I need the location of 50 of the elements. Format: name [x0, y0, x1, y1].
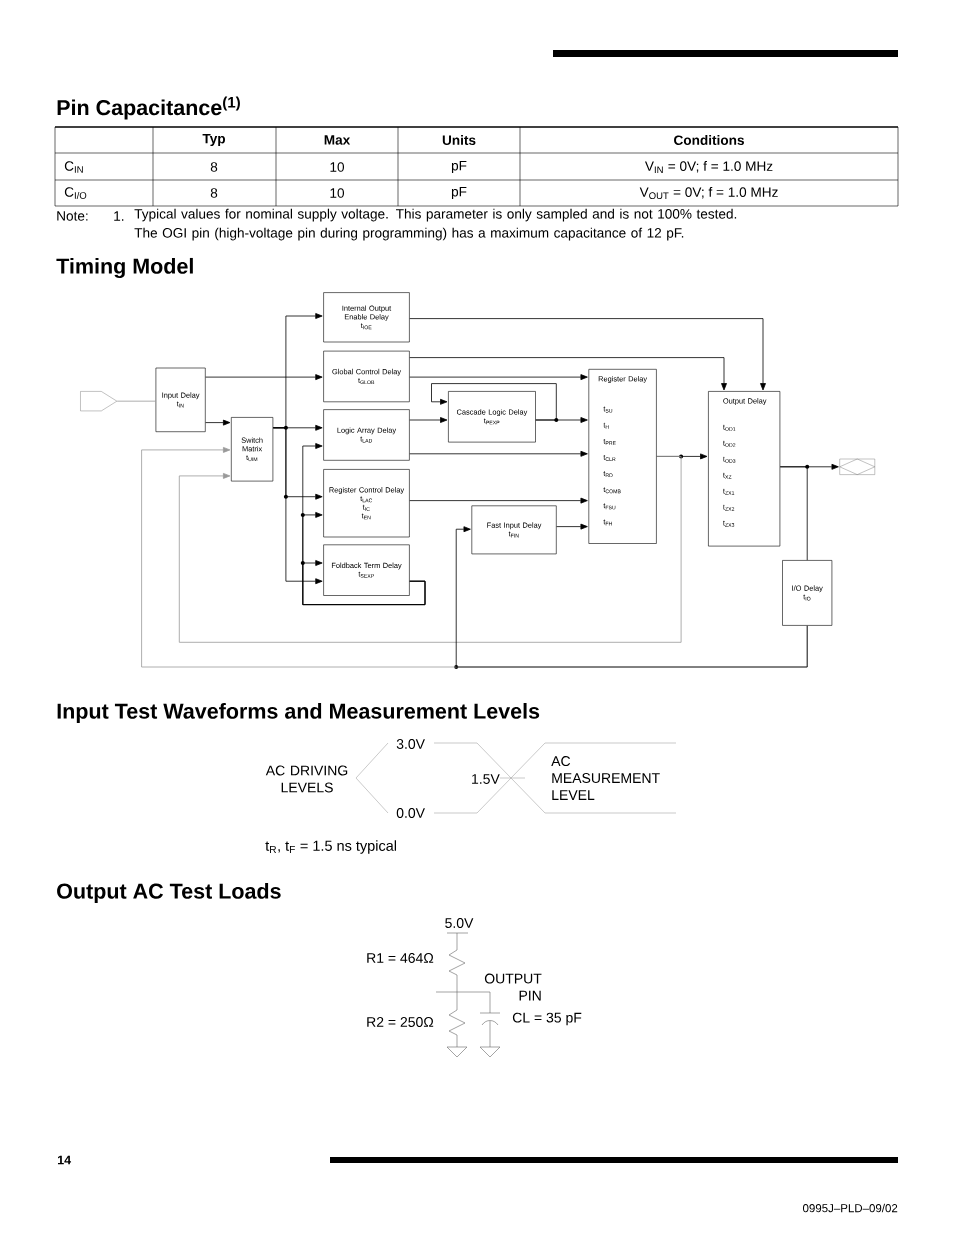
column-header: Typ	[202, 133, 226, 147]
connector-arrow	[205, 419, 231, 426]
column-header: Max	[324, 135, 351, 145]
note-text: Typical values for nominal supply voltage. This parameter is only sampled and is not 100% tested. The OGI pin (high-voltage pin during programming) has a maximum capacitance of 12 pF.	[134, 208, 737, 241]
table-value: 10	[330, 162, 345, 172]
connector-arrow	[409, 357, 727, 391]
note-number: 1.	[114, 211, 124, 221]
connector-arrow	[455, 526, 808, 668]
table-value: V$_{OUT}$ = 0V; f = 1.0 MHz	[639, 186, 778, 200]
connector-arrow	[272, 427, 323, 585]
table-value: 8	[210, 162, 218, 172]
section-heading: Input Test Waveforms and Measurement Levels	[57, 703, 540, 724]
connector-arrow	[302, 560, 426, 605]
connector-arrow	[409, 497, 588, 504]
input-pin-symbol	[80, 391, 118, 412]
table-value: pF	[451, 160, 467, 174]
column-header: Conditions	[674, 135, 744, 145]
resistor-value: R2 = 250Ω	[367, 1017, 434, 1027]
connector-arrow	[431, 383, 557, 421]
table-value: pF	[451, 186, 467, 200]
table-value: 8	[210, 188, 218, 198]
driving-levels-label: AC DRIVING LEVELS	[265, 765, 348, 793]
voltage-level: 3.0V	[396, 739, 425, 749]
io-pin-symbol	[839, 458, 875, 475]
connector-arrow	[178, 456, 682, 643]
note-label: Note:	[57, 211, 88, 221]
connector-arrow	[409, 417, 448, 423]
section-heading: Timing Model	[56, 257, 193, 279]
output-pin-label: OUTPUT PIN	[484, 973, 542, 1001]
rise-fall-note: t$_{R}$, t$_{F}$ = 1.5 ns typical	[265, 840, 396, 854]
connector-arrow	[409, 374, 588, 381]
document-number: 0995J–PLD–09/02	[803, 1203, 898, 1213]
parameter-name: C$_{I/O}$	[64, 187, 87, 199]
connector-arrow	[556, 523, 588, 530]
table-value: 10	[330, 188, 345, 198]
parameter-name: C$_{IN}$	[64, 161, 83, 173]
connector-arrow	[409, 450, 588, 457]
table-value: V$_{IN}$ = 0V; f = 1.0 MHz	[644, 161, 773, 173]
voltage-level: 1.5V	[472, 774, 500, 784]
connector-arrow	[205, 374, 323, 381]
supply-voltage: 5.0V	[445, 918, 474, 928]
section-heading: Pin Capacitance$^{(1)}$	[57, 96, 240, 120]
page-number: 14	[58, 1155, 72, 1165]
voltage-level: 0.0V	[396, 808, 425, 818]
measurement-level-label: AC MEASUREMENT LEVEL	[551, 756, 660, 800]
connector-arrow	[409, 318, 766, 391]
resistor-value: R1 = 464Ω	[367, 953, 434, 963]
section-heading: Output AC Test Loads	[57, 883, 281, 904]
column-header: Units	[442, 135, 476, 145]
capacitor-value: CL = 35 pF	[512, 1012, 582, 1026]
